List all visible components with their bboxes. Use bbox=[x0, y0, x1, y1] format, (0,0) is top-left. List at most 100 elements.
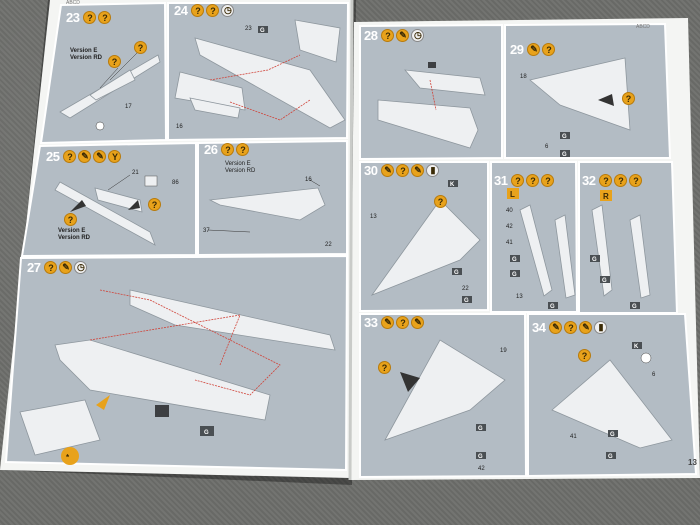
step-29-header: 29 ✎ ? bbox=[510, 42, 556, 57]
svg-text:13: 13 bbox=[516, 294, 523, 300]
right-page-header-code: ABCD bbox=[636, 24, 650, 30]
question-icon: ? bbox=[629, 174, 643, 187]
brush-icon: ✎ bbox=[411, 316, 425, 329]
svg-text:G: G bbox=[550, 304, 555, 310]
svg-text:G: G bbox=[512, 257, 517, 263]
svg-text:22: 22 bbox=[462, 286, 469, 292]
question-icon: ? bbox=[63, 150, 77, 163]
svg-text:Version E: Version E bbox=[225, 161, 251, 167]
svg-text:G: G bbox=[562, 134, 567, 140]
svg-text:23: 23 bbox=[245, 26, 252, 32]
question-icon: ? bbox=[44, 261, 58, 274]
svg-text:G: G bbox=[610, 432, 615, 438]
svg-text:K: K bbox=[634, 344, 639, 350]
svg-text:42: 42 bbox=[478, 466, 485, 472]
page-number: 13 bbox=[688, 458, 697, 467]
step-number: 33 bbox=[364, 315, 378, 330]
question-icon: ? bbox=[622, 92, 635, 105]
step-number: 23 bbox=[66, 10, 80, 25]
question-icon: ? bbox=[614, 174, 628, 187]
clock-icon: ◷ bbox=[221, 4, 235, 17]
svg-text:G: G bbox=[592, 257, 597, 263]
step-number: 32 bbox=[582, 173, 596, 188]
tool-icon: ▮ bbox=[426, 164, 440, 177]
step-24-header: 24 ? ? ◷ bbox=[174, 3, 235, 18]
step-25-header: 25 ? ✎ ✎ Y bbox=[46, 149, 122, 164]
left-page-header-code: ABCD bbox=[66, 0, 80, 6]
svg-text:G: G bbox=[204, 430, 209, 436]
brush-icon: ✎ bbox=[93, 150, 107, 163]
question-icon: ? bbox=[98, 11, 112, 24]
svg-text:42: 42 bbox=[506, 224, 513, 230]
step-number: 34 bbox=[532, 320, 546, 335]
brush-icon: ✎ bbox=[59, 261, 73, 274]
svg-text:G: G bbox=[464, 298, 469, 304]
step-30-header: 30 ✎ ? ✎ ▮ bbox=[364, 163, 440, 178]
brush-icon: ✎ bbox=[381, 316, 395, 329]
question-icon: ? bbox=[599, 174, 613, 187]
step-23-header: 23 ? ? bbox=[66, 10, 112, 25]
question-icon: ? bbox=[191, 4, 205, 17]
svg-text:R: R bbox=[603, 192, 609, 201]
svg-text:40: 40 bbox=[506, 208, 513, 214]
svg-text:13: 13 bbox=[370, 214, 377, 220]
question-icon: ? bbox=[542, 43, 556, 56]
step-32-header: 32 ? ? ? bbox=[582, 173, 643, 188]
step-number: 29 bbox=[510, 42, 524, 57]
svg-text:41: 41 bbox=[570, 434, 577, 440]
question-icon: ? bbox=[64, 213, 77, 226]
question-icon: ? bbox=[134, 41, 147, 54]
svg-text:6: 6 bbox=[545, 144, 549, 150]
question-icon: ? bbox=[396, 316, 410, 329]
question-icon: ? bbox=[434, 195, 447, 208]
brush-icon: ✎ bbox=[78, 150, 92, 163]
question-icon: ? bbox=[381, 29, 395, 42]
question-icon: ? bbox=[83, 11, 97, 24]
question-icon: ? bbox=[378, 361, 391, 374]
step-number: 28 bbox=[364, 28, 378, 43]
svg-text:G: G bbox=[562, 152, 567, 158]
step-28-header: 28 ? ✎ ◷ bbox=[364, 28, 425, 43]
svg-text:G: G bbox=[260, 28, 265, 34]
svg-text:18: 18 bbox=[520, 74, 527, 80]
brush-icon: ✎ bbox=[579, 321, 593, 334]
svg-text:16: 16 bbox=[176, 124, 183, 130]
brush-icon: ✎ bbox=[527, 43, 541, 56]
brush-icon: ✎ bbox=[381, 164, 395, 177]
step-number: 27 bbox=[27, 260, 41, 275]
question-icon: ? bbox=[564, 321, 578, 334]
step-number: 25 bbox=[46, 149, 60, 164]
step-number: 24 bbox=[174, 3, 188, 18]
question-icon: ? bbox=[236, 143, 250, 156]
svg-text:*: * bbox=[66, 453, 70, 462]
svg-text:41: 41 bbox=[506, 240, 513, 246]
svg-text:L: L bbox=[510, 190, 515, 199]
svg-text:G: G bbox=[602, 278, 607, 284]
svg-text:6: 6 bbox=[652, 372, 656, 378]
svg-text:16: 16 bbox=[305, 177, 312, 183]
svg-text:37: 37 bbox=[203, 228, 210, 234]
clock-icon: ◷ bbox=[411, 29, 425, 42]
question-icon: ? bbox=[108, 55, 121, 68]
brush-icon: ✎ bbox=[396, 29, 410, 42]
svg-text:Version E: Version E bbox=[58, 228, 85, 234]
svg-text:Version RD: Version RD bbox=[225, 168, 256, 174]
step-number: 26 bbox=[204, 142, 218, 157]
tool-icon: ▮ bbox=[594, 321, 608, 334]
step-26-header: 26 ? ? bbox=[204, 142, 250, 157]
brush-icon: ✎ bbox=[411, 164, 425, 177]
question-icon: ? bbox=[511, 174, 525, 187]
clock-icon: ◷ bbox=[74, 261, 88, 274]
step-number: 31 bbox=[494, 173, 508, 188]
question-icon: ? bbox=[541, 174, 555, 187]
svg-text:Version RD: Version RD bbox=[58, 235, 91, 241]
svg-text:Version RD: Version RD bbox=[70, 55, 103, 61]
question-icon: ? bbox=[221, 143, 235, 156]
svg-text:17: 17 bbox=[125, 104, 132, 110]
svg-text:K: K bbox=[450, 182, 455, 188]
svg-text:86: 86 bbox=[172, 180, 179, 186]
question-icon: ? bbox=[578, 349, 591, 362]
svg-text:G: G bbox=[478, 426, 483, 432]
svg-text:21: 21 bbox=[132, 170, 139, 176]
